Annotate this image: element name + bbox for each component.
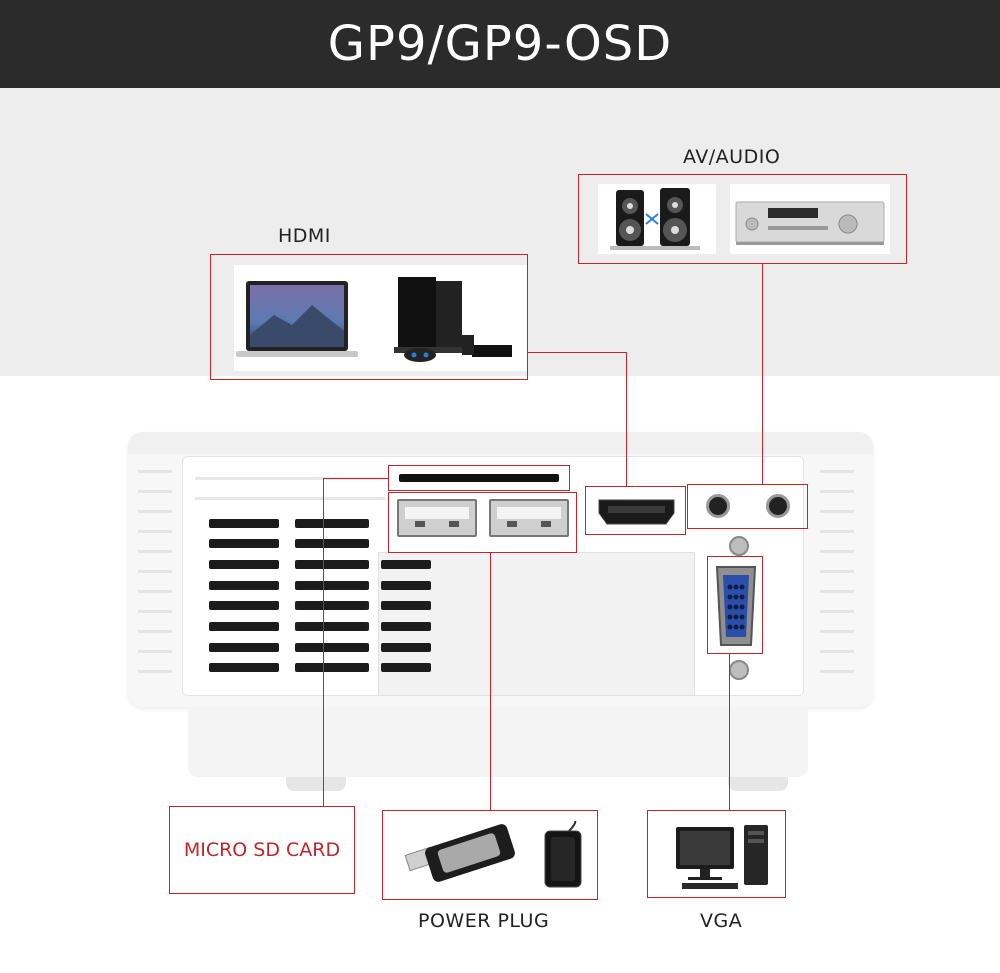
sd-connector-line-v (323, 478, 324, 806)
usb-drive-powerbank-icon (404, 821, 582, 888)
vent-grille (195, 475, 435, 675)
hdmi-connector-line-v (626, 352, 627, 486)
laptop-console-icon (236, 277, 512, 362)
hdmi-label: HDMI (278, 225, 331, 247)
vga-port-box (707, 556, 763, 654)
usb-port-2 (489, 499, 569, 537)
hdmi-port-box (585, 486, 686, 535)
audio-connector-line (762, 264, 763, 484)
av-audio-label: AV/AUDIO (683, 146, 781, 168)
side-fins-right (820, 470, 860, 690)
micro-sd-label: MICRO SD CARD (183, 839, 341, 861)
hdmi-port (598, 499, 675, 525)
vga-screw-bottom (729, 660, 749, 680)
desktop-computer-icon (676, 825, 768, 889)
projector-underside (188, 707, 808, 777)
vga-screw-top (729, 536, 749, 556)
vga-connector-line (729, 654, 730, 810)
power-plug-label: POWER PLUG (418, 910, 550, 932)
hdmi-box (210, 254, 528, 380)
side-fins-left (138, 470, 178, 690)
usb-connector-line (490, 553, 491, 811)
av-receiver-icon (735, 201, 885, 245)
page-title: GP9/GP9-OSD (327, 16, 673, 72)
hdmi-devices-image (234, 265, 527, 371)
usb-port-1 (397, 499, 477, 537)
vga-label: VGA (700, 910, 743, 932)
audio-jack-2 (766, 494, 790, 518)
micro-sd-box: MICRO SD CARD (169, 806, 355, 894)
av-audio-box (578, 174, 907, 264)
projector-top-edge (128, 432, 873, 454)
power-plug-box (382, 810, 598, 900)
av-receiver-image (730, 184, 890, 254)
audio-jacks-box (687, 484, 808, 529)
sd-connector-line-h (323, 478, 388, 479)
speakers-icon (610, 188, 700, 250)
speakers-image (598, 184, 716, 254)
audio-jack-1 (706, 494, 730, 518)
vga-port (715, 566, 757, 646)
title-bar: GP9/GP9-OSD (0, 0, 1000, 88)
sd-slot-box (388, 465, 570, 491)
usb-ports-box (388, 492, 577, 553)
sd-card-slot (399, 474, 559, 482)
vga-box (647, 810, 786, 898)
projector-foot-left (286, 777, 346, 791)
projector-foot-right (728, 777, 788, 791)
hdmi-connector-line-h (528, 352, 627, 353)
